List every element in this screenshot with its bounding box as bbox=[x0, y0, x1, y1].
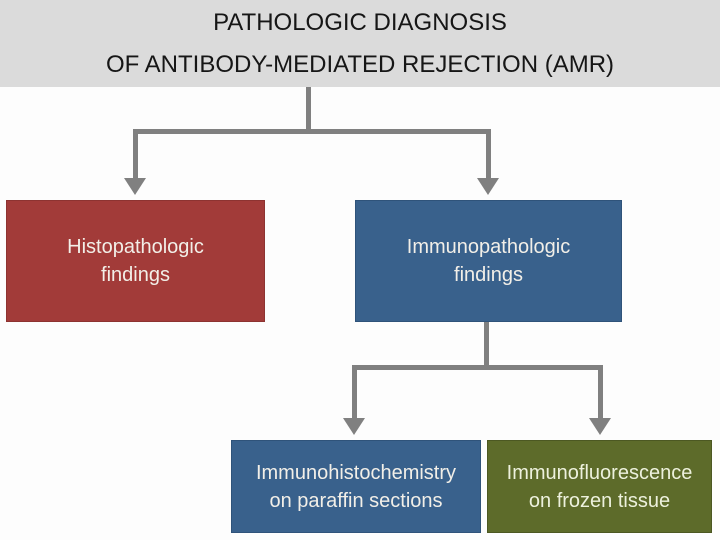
node-label: Immunopathologic findings bbox=[406, 236, 571, 286]
node-immunohistochemistry-paraffin-sections: Immunohistochemistry on paraffin section… bbox=[231, 440, 481, 533]
page-title-line-2: OF ANTIBODY-MEDIATED REJECTION (AMR) bbox=[105, 51, 615, 78]
connector-to-immunofluorescence bbox=[598, 365, 603, 418]
arrowhead-to-histopathologic-icon bbox=[124, 178, 146, 195]
arrowhead-to-immunohistochemistry-icon bbox=[343, 418, 365, 435]
node-immunofluorescence-frozen-tissue: Immunofluorescence on frozen tissue bbox=[487, 440, 712, 533]
title-bar: PATHOLOGIC DIAGNOSIS OF ANTIBODY-MEDIATE… bbox=[0, 0, 720, 87]
connector-immunopathologic-crossbar bbox=[352, 365, 603, 370]
connector-to-immunohistochemistry bbox=[352, 365, 357, 418]
connector-to-immunopathologic bbox=[486, 129, 491, 178]
node-immunopathologic-findings: Immunopathologic findings bbox=[355, 200, 622, 322]
node-label: Immunofluorescence on frozen tissue bbox=[506, 461, 693, 512]
arrowhead-to-immunopathologic-icon bbox=[477, 178, 499, 195]
node-histopathologic-findings: Histopathologic findings bbox=[6, 200, 265, 322]
node-label: Immunohistochemistry on paraffin section… bbox=[255, 461, 457, 512]
page-title-line-1: PATHOLOGIC DIAGNOSIS bbox=[213, 9, 507, 36]
connector-title-crossbar bbox=[133, 129, 491, 134]
node-label: Histopathologic findings bbox=[67, 236, 204, 286]
arrowhead-to-immunofluorescence-icon bbox=[589, 418, 611, 435]
connector-title-stem bbox=[306, 87, 311, 134]
connector-immunopathologic-stem bbox=[484, 322, 489, 370]
connector-to-histopathologic bbox=[133, 129, 138, 178]
